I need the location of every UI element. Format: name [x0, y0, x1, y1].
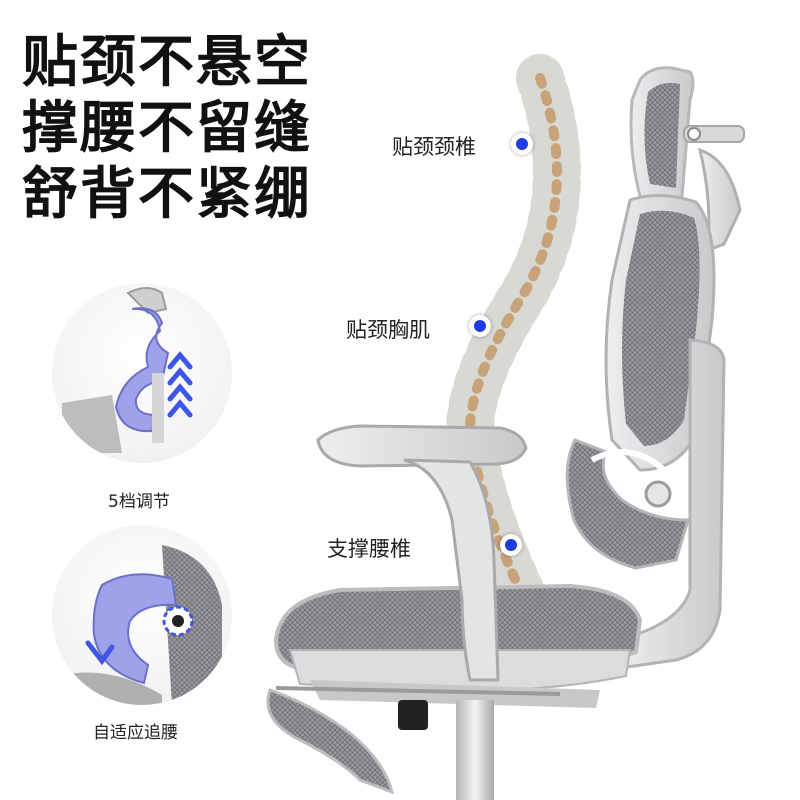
callout-dot-chest [469, 315, 491, 337]
chair-base [266, 686, 561, 800]
headrest-adjust-illustration [62, 287, 193, 453]
callout-label-chest: 贴颈胸肌 [346, 318, 430, 342]
headline-line-1: 贴颈不悬空 [22, 30, 312, 95]
headline-line-2: 撑腰不留缝 [22, 96, 312, 161]
callout-label-neck: 贴颈颈椎 [392, 135, 476, 159]
seat [273, 583, 643, 708]
detail-caption-adjust: 5档调节 [108, 492, 170, 512]
detail-circle-lumbar [52, 525, 232, 705]
headline: 贴颈不悬空 撑腰不留缝 舒背不紧绷 [22, 30, 312, 228]
callout-dot-waist [500, 534, 522, 556]
detail-caption-lumbar: 自适应追腰 [93, 723, 178, 743]
armrest [316, 424, 528, 682]
lumbar-illustration [62, 545, 222, 705]
callout-label-waist: 支撑腰椎 [327, 537, 411, 561]
headline-line-3: 舒背不紧绷 [22, 162, 312, 227]
detail-circle-adjust [52, 283, 232, 463]
headrest [629, 66, 745, 253]
callout-dot-neck [511, 133, 533, 155]
backrest [565, 193, 726, 670]
